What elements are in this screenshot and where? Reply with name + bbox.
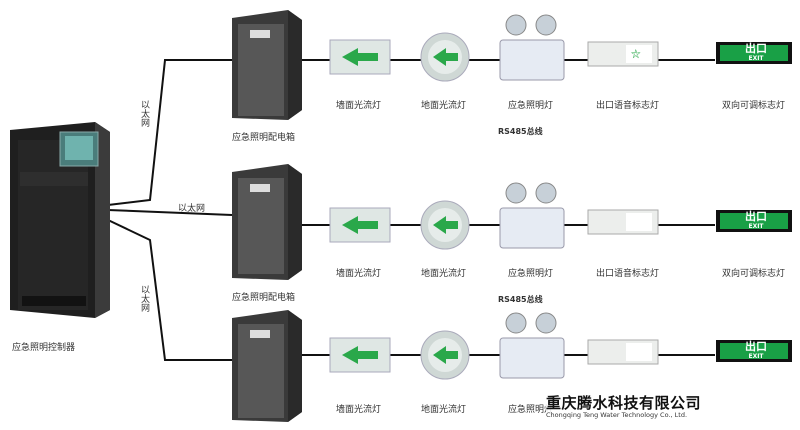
bus-label: RS485总线 — [498, 295, 543, 304]
network-label-top: 以太网 — [139, 100, 149, 127]
box-label: 应急照明配电箱 — [232, 293, 296, 303]
device-row-2 — [329, 182, 792, 250]
device-label: 墙面光流灯 — [336, 269, 382, 279]
network-label-middle: 以太网 — [178, 204, 206, 214]
exit-sign-main: 出口 — [745, 210, 767, 223]
exit-sign-sub: EXIT — [748, 55, 764, 62]
controller-label: 应急照明控制器 — [12, 343, 76, 353]
distribution-box-3 — [232, 310, 302, 422]
exit-sign-3: 出口 EXIT — [726, 340, 786, 362]
device-label: 应急照明灯 — [508, 101, 554, 111]
box-label: 应急照明配电箱 — [232, 133, 296, 143]
device-label: 出口语音标志灯 — [596, 269, 660, 279]
device-row-3 — [329, 312, 792, 380]
device-label: 应急照明灯 — [508, 405, 554, 415]
exit-sign-2: 出口 EXIT — [726, 210, 786, 232]
distribution-box-2 — [232, 164, 302, 280]
company-name: 重庆腾水科技有限公司 — [546, 392, 702, 413]
distribution-box-1 — [232, 10, 302, 120]
exit-sign-main: 出口 — [745, 340, 767, 353]
exit-sign-1: 出口 EXIT — [726, 42, 786, 64]
device-label: 应急照明灯 — [508, 269, 554, 279]
device-label: 双向可调标志灯 — [722, 269, 786, 279]
exit-sign-sub: EXIT — [748, 353, 764, 360]
network-lines — [107, 59, 233, 361]
bus-label: RS485总线 — [498, 127, 543, 136]
device-row-1: ⛥ — [329, 14, 792, 82]
device-label: 地面光流灯 — [421, 269, 467, 279]
device-label: 双向可调标志灯 — [722, 101, 786, 111]
exit-sign-main: 出口 — [745, 42, 767, 55]
company-name-en: Chongqing Teng Water Technology Co., Ltd… — [546, 411, 688, 419]
device-label: 出口语音标志灯 — [596, 101, 660, 111]
device-label: 墙面光流灯 — [336, 405, 382, 415]
device-label: 地面光流灯 — [421, 405, 467, 415]
device-label: 地面光流灯 — [421, 101, 467, 111]
network-label-bottom: 以太网 — [139, 285, 149, 312]
device-label: 墙面光流灯 — [336, 101, 382, 111]
svg-text:⛥: ⛥ — [631, 47, 641, 61]
exit-sign-sub: EXIT — [748, 223, 764, 230]
controller-cabinet — [10, 122, 110, 318]
